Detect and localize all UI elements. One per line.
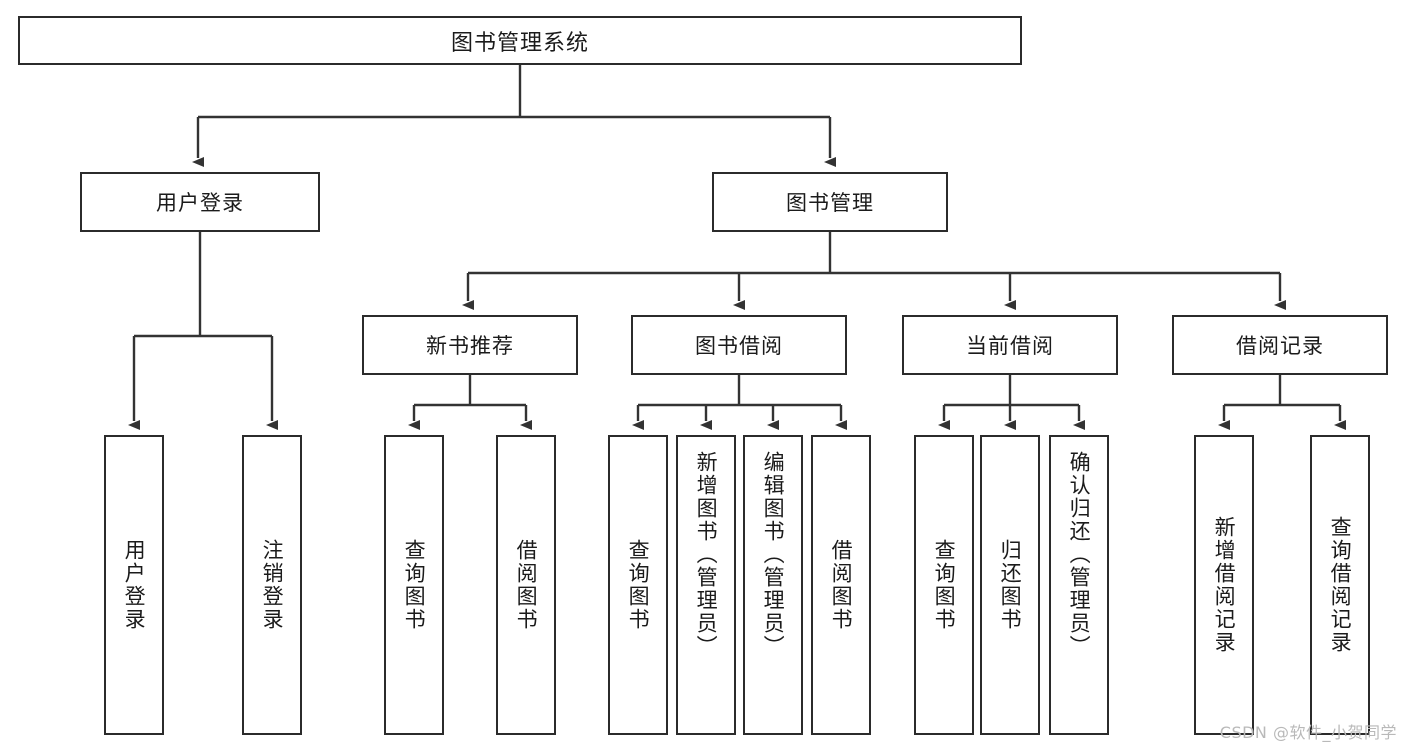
node-new-book-recommend-label: 新书推荐 (426, 334, 514, 358)
leaf-borrow-book-1-label: 借阅图书 (514, 539, 539, 631)
leaf-borrow-book-1[interactable]: 借阅图书 (496, 435, 556, 735)
node-book-manage-label: 图书管理 (786, 191, 874, 215)
node-book-borrow[interactable]: 图书借阅 (631, 315, 847, 375)
node-new-book-recommend[interactable]: 新书推荐 (362, 315, 578, 375)
leaf-query-book-2[interactable]: 查询图书 (608, 435, 668, 735)
node-book-manage[interactable]: 图书管理 (712, 172, 948, 232)
leaf-add-borrow-record[interactable]: 新增借阅记录 (1194, 435, 1254, 735)
leaf-confirm-return-admin-label: 确认归还（管理员） (1067, 451, 1092, 658)
leaf-logout-label: 注销登录 (260, 539, 285, 631)
leaf-query-book-3[interactable]: 查询图书 (914, 435, 974, 735)
node-user-login-label: 用户登录 (156, 191, 244, 215)
node-user-login[interactable]: 用户登录 (80, 172, 320, 232)
leaf-return-book[interactable]: 归还图书 (980, 435, 1040, 735)
watermark: CSDN @软件_小贺同学 (1219, 723, 1397, 742)
leaf-add-book-admin-label: 新增图书（管理员） (694, 451, 719, 658)
leaf-confirm-return-admin[interactable]: 确认归还（管理员） (1049, 435, 1109, 735)
node-borrow-record[interactable]: 借阅记录 (1172, 315, 1388, 375)
leaf-query-borrow-record-label: 查询借阅记录 (1328, 516, 1353, 654)
node-borrow-record-label: 借阅记录 (1236, 334, 1324, 358)
leaf-query-book-1[interactable]: 查询图书 (384, 435, 444, 735)
leaf-borrow-book-2-label: 借阅图书 (829, 539, 854, 631)
leaf-query-book-1-label: 查询图书 (402, 539, 427, 631)
leaf-query-book-2-label: 查询图书 (626, 539, 651, 631)
node-root[interactable]: 图书管理系统 (18, 16, 1022, 65)
leaf-user-login-label: 用户登录 (122, 539, 147, 631)
leaf-query-book-3-label: 查询图书 (932, 539, 957, 631)
node-root-label: 图书管理系统 (450, 30, 589, 56)
leaf-return-book-label: 归还图书 (998, 539, 1023, 631)
leaf-query-borrow-record[interactable]: 查询借阅记录 (1310, 435, 1370, 735)
leaf-edit-book-admin[interactable]: 编辑图书（管理员） (743, 435, 803, 735)
leaf-logout[interactable]: 注销登录 (242, 435, 302, 735)
leaf-add-book-admin[interactable]: 新增图书（管理员） (676, 435, 736, 735)
node-current-borrow[interactable]: 当前借阅 (902, 315, 1118, 375)
leaf-add-borrow-record-label: 新增借阅记录 (1212, 516, 1237, 654)
node-current-borrow-label: 当前借阅 (966, 334, 1054, 358)
node-book-borrow-label: 图书借阅 (695, 334, 783, 358)
leaf-borrow-book-2[interactable]: 借阅图书 (811, 435, 871, 735)
leaf-edit-book-admin-label: 编辑图书（管理员） (761, 451, 786, 658)
leaf-user-login[interactable]: 用户登录 (104, 435, 164, 735)
